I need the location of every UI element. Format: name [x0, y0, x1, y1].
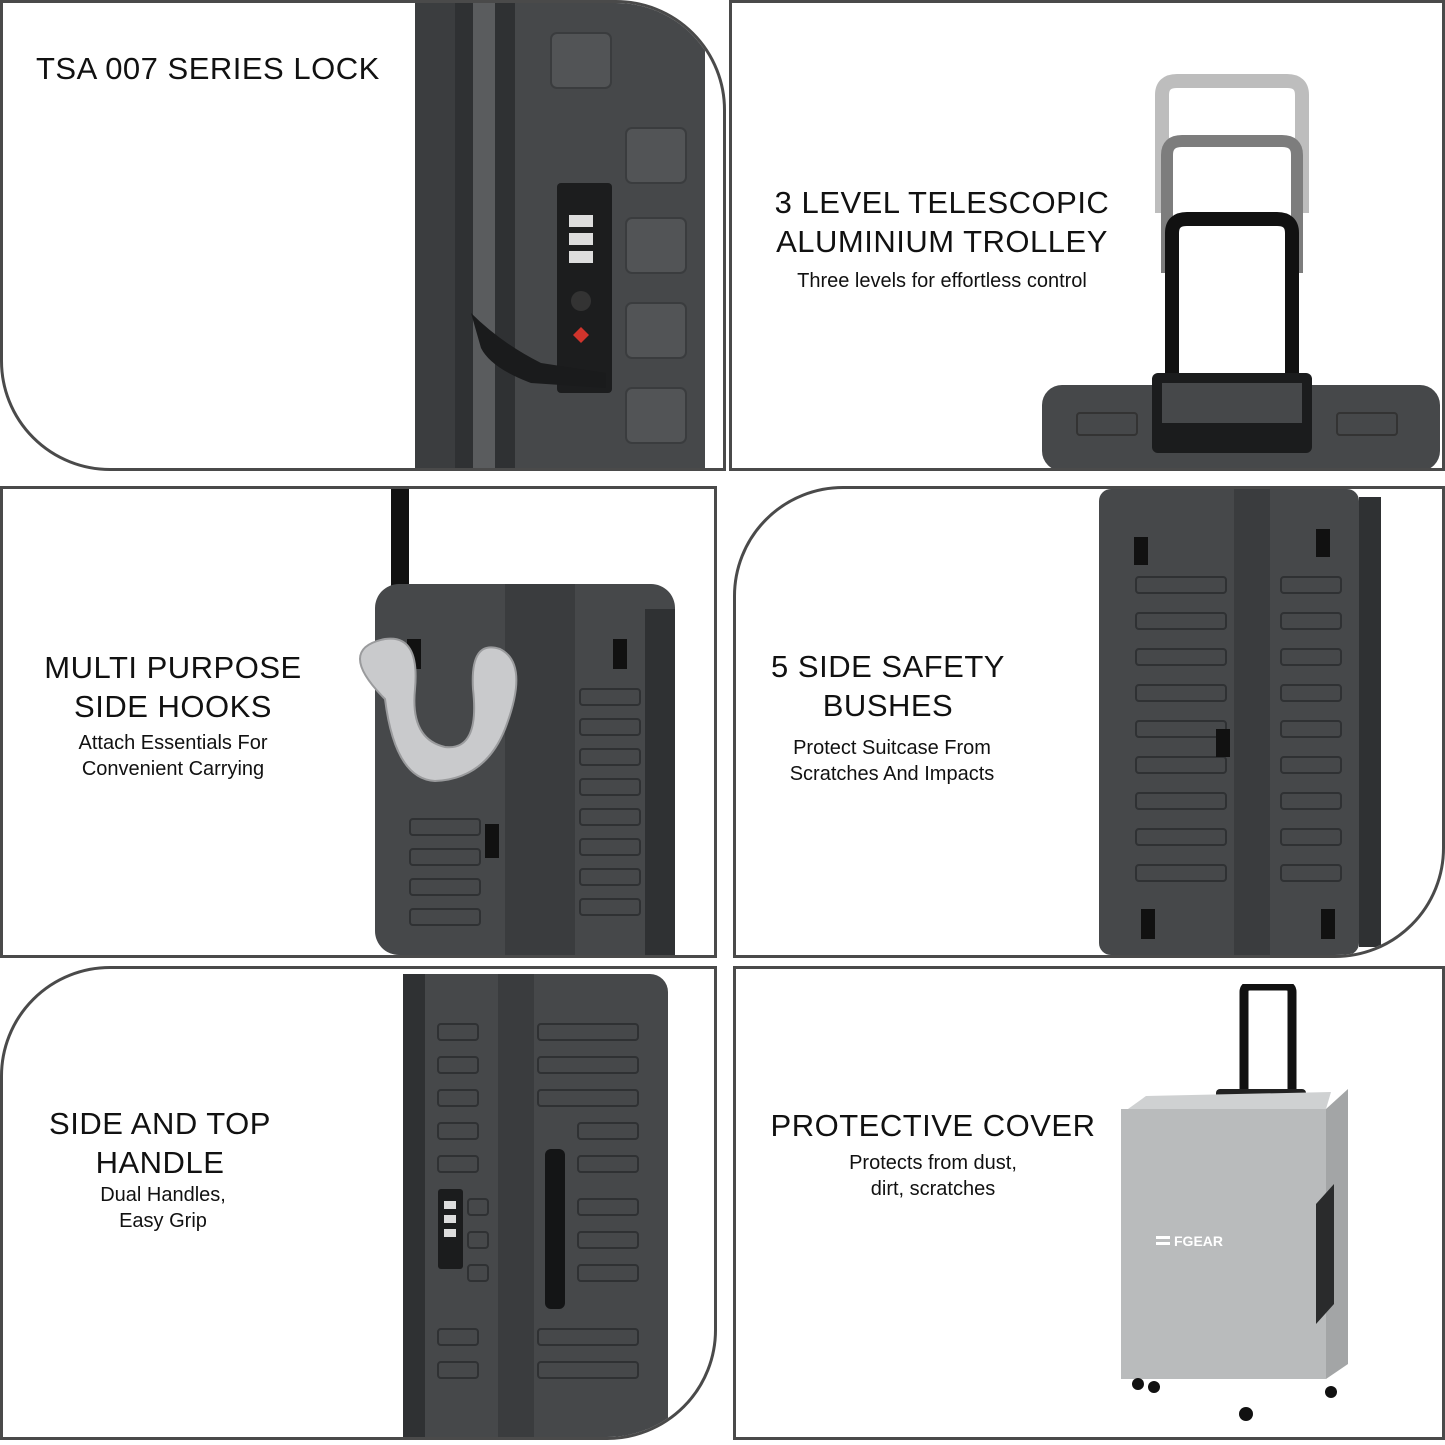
- panel-subtitle-line2: Convenient Carrying: [81, 758, 265, 780]
- panel-title-line1: SIDE AND TOP: [49, 1106, 271, 1141]
- panel-subtitle-line1: Protects from dust,: [849, 1152, 1017, 1174]
- panel-title-line1: 5 SIDE SAFETY: [771, 649, 1005, 684]
- panel-side-top-handle: SIDE AND TOP HANDLE Dual Handles, Easy G…: [0, 966, 717, 1440]
- suitcase-lock-image: [415, 3, 705, 468]
- panel-title-line2: HANDLE: [95, 1145, 225, 1180]
- panel-title-line2: ALUMINIUM TROLLEY: [776, 224, 1108, 259]
- panel-title-line1: MULTI PURPOSE: [44, 650, 302, 685]
- panel-title: PROTECTIVE COVER: [770, 1108, 1096, 1143]
- panel-title-line2: BUSHES: [822, 688, 954, 723]
- panel-subtitle-line2: Easy Grip: [119, 1210, 207, 1232]
- cover-brand-logo: FGEAR: [1174, 1233, 1223, 1249]
- panel-trolley: 3 LEVEL TELESCOPIC ALUMINIUM TROLLEY Thr…: [729, 0, 1445, 471]
- safety-bushes-image: [1099, 489, 1381, 955]
- side-handle-image: [403, 974, 668, 1437]
- telescopic-trolley-image: [1042, 74, 1440, 468]
- protective-cover-image: FGEAR: [1121, 984, 1348, 1421]
- panel-subtitle-line2: Scratches And Impacts: [789, 763, 995, 785]
- panel-safety-bushes: 5 SIDE SAFETY BUSHES Protect Suitcase Fr…: [733, 486, 1445, 958]
- panel-title: TSA 007 SERIES LOCK: [36, 51, 380, 86]
- panel-protective-cover: PROTECTIVE COVER Protects from dust, dir…: [733, 966, 1445, 1440]
- panel-title-line1: 3 LEVEL TELESCOPIC: [774, 185, 1110, 220]
- side-hook-pillow-image: [359, 489, 675, 955]
- panel-title-line2: SIDE HOOKS: [74, 689, 272, 724]
- panel-subtitle-line2: dirt, scratches: [870, 1178, 996, 1200]
- panel-subtitle-line1: Attach Essentials For: [78, 732, 268, 754]
- panel-subtitle-line1: Protect Suitcase From: [793, 737, 991, 759]
- panel-subtitle: Three levels for effortless control: [797, 270, 1087, 292]
- panel-subtitle-line1: Dual Handles,: [100, 1184, 226, 1206]
- panel-side-hooks: MULTI PURPOSE SIDE HOOKS Attach Essentia…: [0, 486, 717, 958]
- panel-tsa-lock: TSA 007 SERIES LOCK: [0, 0, 726, 471]
